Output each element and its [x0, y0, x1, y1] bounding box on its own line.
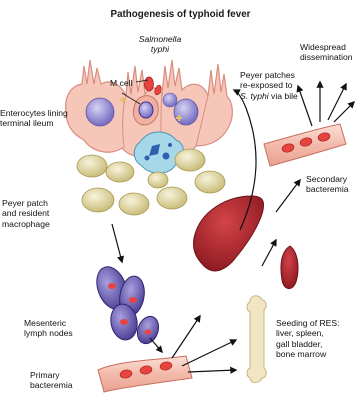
arrow-dissemination-3	[328, 84, 346, 120]
label-reexposed-rest: via bile	[269, 91, 298, 101]
label-salmonella-line1: Salmonella	[138, 34, 182, 44]
label-seeding-line4: bone marrow	[276, 349, 340, 359]
label-primary-line1: Primary	[30, 370, 73, 380]
label-salmonella: Salmonella typhi	[138, 34, 182, 55]
label-primary-bacteremia: Primary bacteremia	[30, 370, 73, 391]
label-reexposed-line1: Peyer patches	[240, 70, 298, 80]
arrow-from-organs	[276, 180, 300, 212]
arrow-to-liver	[172, 316, 200, 358]
label-salmonella-line2: typhi	[138, 44, 182, 54]
bone	[247, 296, 266, 383]
label-mesenteric-line1: Mesenteric	[24, 318, 73, 328]
label-secondary-line1: Secondary	[306, 174, 349, 184]
label-seeding-line2: liver, spleen,	[276, 328, 340, 338]
label-widespread-line1: Widespread	[300, 42, 353, 52]
label-seeding-line1: Seeding of RES:	[276, 318, 340, 328]
label-reexposed-line2: re-exposed to	[240, 80, 298, 90]
label-peyer-line2: and resident	[2, 208, 50, 218]
arrow-to-marrow	[188, 370, 236, 372]
label-widespread: Widespread dissemination	[300, 42, 353, 63]
arrow-to-secondary	[262, 240, 276, 266]
label-widespread-line2: dissemination	[300, 52, 353, 62]
arrow-dissemination-1	[298, 86, 312, 126]
secondary-vessel	[264, 124, 346, 166]
label-reexposed-organism: S. typhi	[240, 91, 269, 101]
label-enterocytes-line1: Enterocytes lining	[0, 108, 68, 118]
label-secondary-bacteremia: Secondary bacteremia	[306, 174, 349, 195]
label-secondary-line2: bacteremia	[306, 184, 349, 194]
primary-vessel	[98, 356, 192, 392]
label-peyer-line1: Peyer patch	[2, 198, 50, 208]
label-mesenteric-line2: lymph nodes	[24, 328, 73, 338]
spleen	[281, 246, 298, 289]
label-peyer-line3: macrophage	[2, 219, 50, 229]
label-m-cell: M cell	[110, 78, 132, 88]
label-primary-line2: bacteremia	[30, 380, 73, 390]
label-seeding-res: Seeding of RES: liver, spleen, gall blad…	[276, 318, 340, 360]
diagram-title: Pathogenesis of typhoid fever	[0, 9, 361, 20]
arrow-to-primary-vessel	[150, 338, 162, 352]
arrow-to-lymph-nodes	[112, 224, 122, 262]
label-enterocytes: Enterocytes lining terminal ileum	[0, 108, 68, 129]
arrow-dissemination-4	[334, 102, 354, 122]
label-peyer-reexposed: Peyer patches re-exposed to S. typhi via…	[240, 70, 298, 101]
liver	[193, 196, 263, 271]
label-enterocytes-line2: terminal ileum	[0, 118, 68, 128]
arrow-to-bone	[182, 340, 236, 366]
label-peyer-patch: Peyer patch and resident macrophage	[2, 198, 50, 229]
mesenteric-lymph-nodes	[91, 263, 162, 347]
label-reexposed-line3: S. typhi via bile	[240, 91, 298, 101]
label-seeding-line3: gall bladder,	[276, 339, 340, 349]
label-mesenteric: Mesenteric lymph nodes	[24, 318, 73, 339]
